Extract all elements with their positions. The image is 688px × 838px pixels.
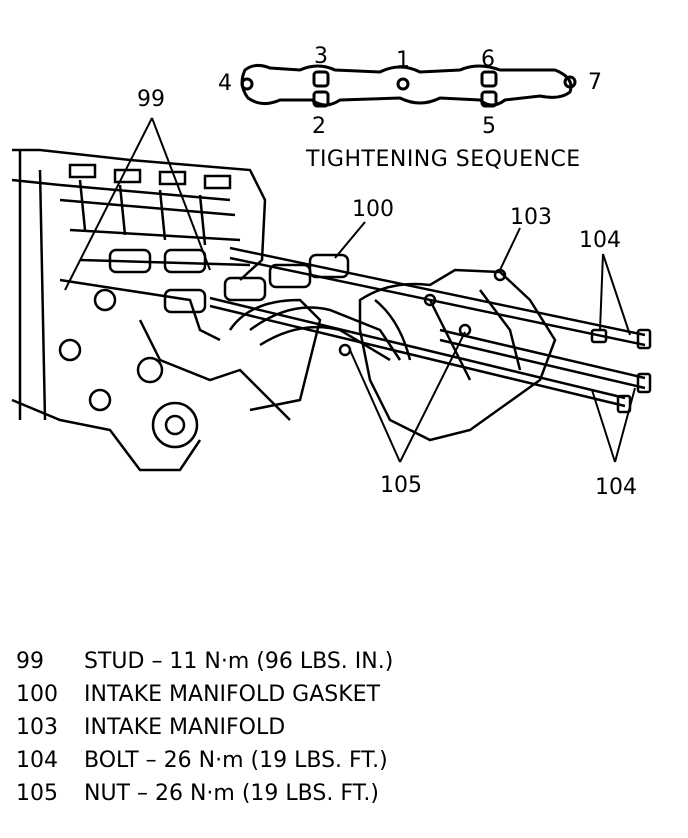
sequence-number-2: 2 xyxy=(312,114,326,139)
callout-100: 100 xyxy=(352,197,394,222)
callout-105: 105 xyxy=(380,473,422,498)
tightening-sequence-title: TIGHTENING SEQUENCE xyxy=(306,147,581,172)
legend-part-description: INTAKE MANIFOLD xyxy=(84,715,286,740)
parts-legend: 99 STUD – 11 N·m (96 LBS. IN.) 100 INTAK… xyxy=(16,645,676,810)
legend-part-number: 105 xyxy=(16,781,58,806)
legend-part-description: INTAKE MANIFOLD GASKET xyxy=(84,682,381,707)
callout-103: 103 xyxy=(510,205,552,230)
bolts xyxy=(209,246,652,414)
diagram-drawing xyxy=(11,63,652,472)
legend-part-description: STUD – 11 N·m (96 LBS. IN.) xyxy=(84,649,394,674)
legend-row: 99 STUD – 11 N·m (96 LBS. IN.) xyxy=(16,645,676,678)
intake-gasket xyxy=(108,248,350,314)
legend-part-number: 100 xyxy=(16,682,58,707)
legend-row: 105 NUT – 26 N·m (19 LBS. FT.) xyxy=(16,777,676,810)
sequence-gasket xyxy=(240,63,577,108)
legend-part-number: 104 xyxy=(16,748,58,773)
sequence-number-3: 3 xyxy=(314,44,328,69)
sequence-number-5: 5 xyxy=(482,114,496,139)
legend-row: 100 INTAKE MANIFOLD GASKET xyxy=(16,678,676,711)
legend-row: 103 INTAKE MANIFOLD xyxy=(16,711,676,744)
sequence-number-6: 6 xyxy=(481,47,495,72)
legend-part-number: 99 xyxy=(16,649,44,674)
callout-99: 99 xyxy=(137,87,165,112)
legend-part-number: 103 xyxy=(16,715,58,740)
legend-part-description: BOLT – 26 N·m (19 LBS. FT.) xyxy=(84,748,388,773)
engine-block xyxy=(11,148,322,472)
sequence-number-4: 4 xyxy=(218,71,232,96)
sequence-number-1: 1 xyxy=(396,48,410,73)
sequence-number-7: 7 xyxy=(588,70,602,95)
leader-lines xyxy=(64,117,636,463)
legend-row: 104 BOLT – 26 N·m (19 LBS. FT.) xyxy=(16,744,676,777)
callout-104-top: 104 xyxy=(579,228,621,253)
exploded-view-diagram: 4 3 2 1 6 5 7 TIGHTENING SEQUENCE 99 100… xyxy=(11,44,652,500)
legend-part-description: NUT – 26 N·m (19 LBS. FT.) xyxy=(84,781,380,806)
callout-104-bottom: 104 xyxy=(595,475,637,500)
